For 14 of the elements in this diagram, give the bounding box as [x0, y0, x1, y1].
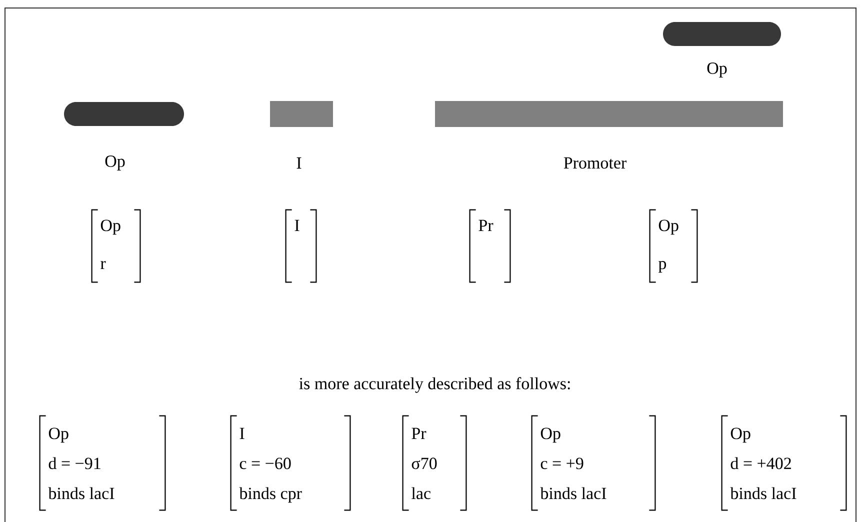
bracket-matrix: Op d = +402 binds lacI [721, 415, 847, 511]
segment-label: I [296, 157, 302, 169]
bracket-matrix: Op p [649, 209, 698, 283]
bracket-matrix: I [285, 209, 317, 283]
segment-label: Op [105, 156, 125, 170]
segment-label: Promoter [564, 157, 626, 169]
bracket-matrix: Pr [469, 209, 511, 283]
bracket-matrix: I c = −60 binds cpr [230, 415, 351, 511]
note-text: is more accurately described as follows: [299, 377, 570, 393]
segment-label: Op [707, 62, 727, 78]
bracket-matrix: Op c = +9 binds lacI [531, 415, 656, 511]
bracket-matrix: Op d = −91 binds lacI [39, 415, 166, 511]
bracket-matrix: Pr σ70 lac [402, 415, 467, 511]
bracket-matrix: Op r [91, 209, 141, 283]
